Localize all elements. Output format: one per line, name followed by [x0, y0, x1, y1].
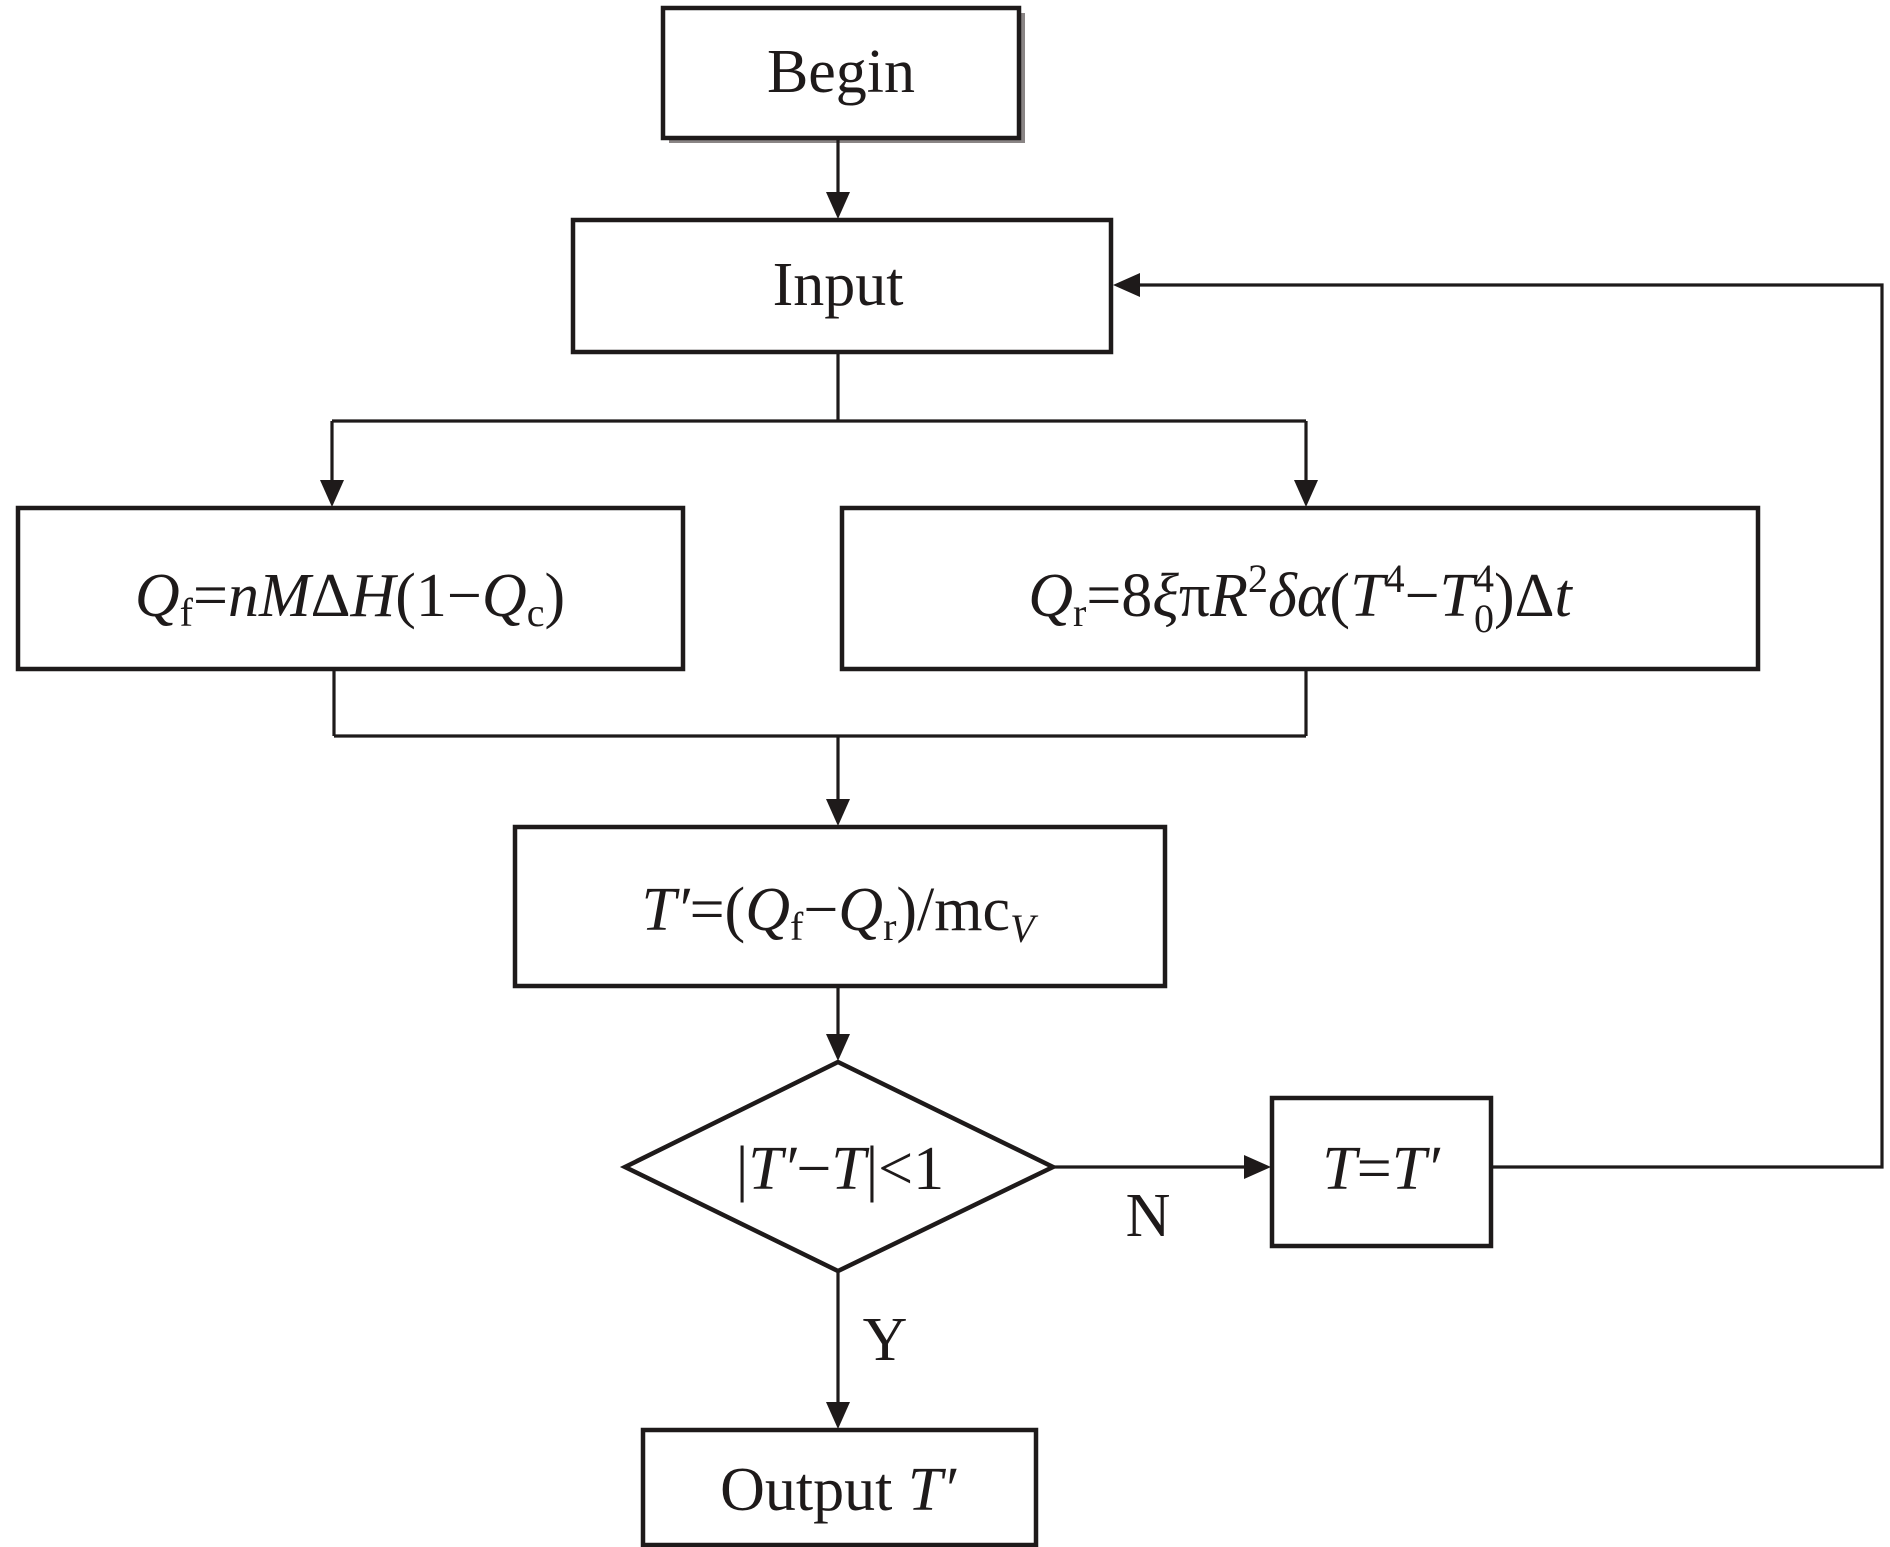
begin-label: Begin [767, 38, 915, 106]
qf-equation-node: Qf=nMΔH(1−Qc) [15, 505, 686, 672]
arrowhead [1294, 480, 1318, 507]
output-node: Output T′ [640, 1427, 1039, 1547]
no-label: N [1126, 1182, 1171, 1250]
input-label: Input [773, 251, 904, 319]
connectors [320, 138, 1884, 1429]
arrowhead [1244, 1155, 1271, 1179]
edge-loop-back [1136, 283, 1884, 1169]
arrowhead [826, 192, 850, 219]
tprime-equation-node: T′=(Qf−Qr)/mcV [512, 824, 1168, 989]
arrowhead [826, 799, 850, 826]
begin-node: Begin [660, 5, 1025, 143]
condition-decision: |T′−T|<1 [619, 1059, 1059, 1274]
yes-label: Y [863, 1306, 908, 1374]
update-label: T=T′ [1322, 1135, 1441, 1203]
arrowhead [826, 1402, 850, 1429]
qf-equation: Qf=nMΔH(1−Qc) [135, 562, 565, 635]
arrowhead [1113, 273, 1140, 297]
arrowhead [320, 480, 344, 507]
input-node: Input [570, 217, 1114, 355]
condition-label: |T′−T|<1 [736, 1135, 944, 1203]
tprime-equation: T′=(Qf−Qr)/mcV [642, 876, 1039, 951]
output-label: Output T′ [720, 1456, 957, 1524]
update-node: T=T′ [1269, 1095, 1494, 1249]
arrowhead [826, 1034, 850, 1061]
